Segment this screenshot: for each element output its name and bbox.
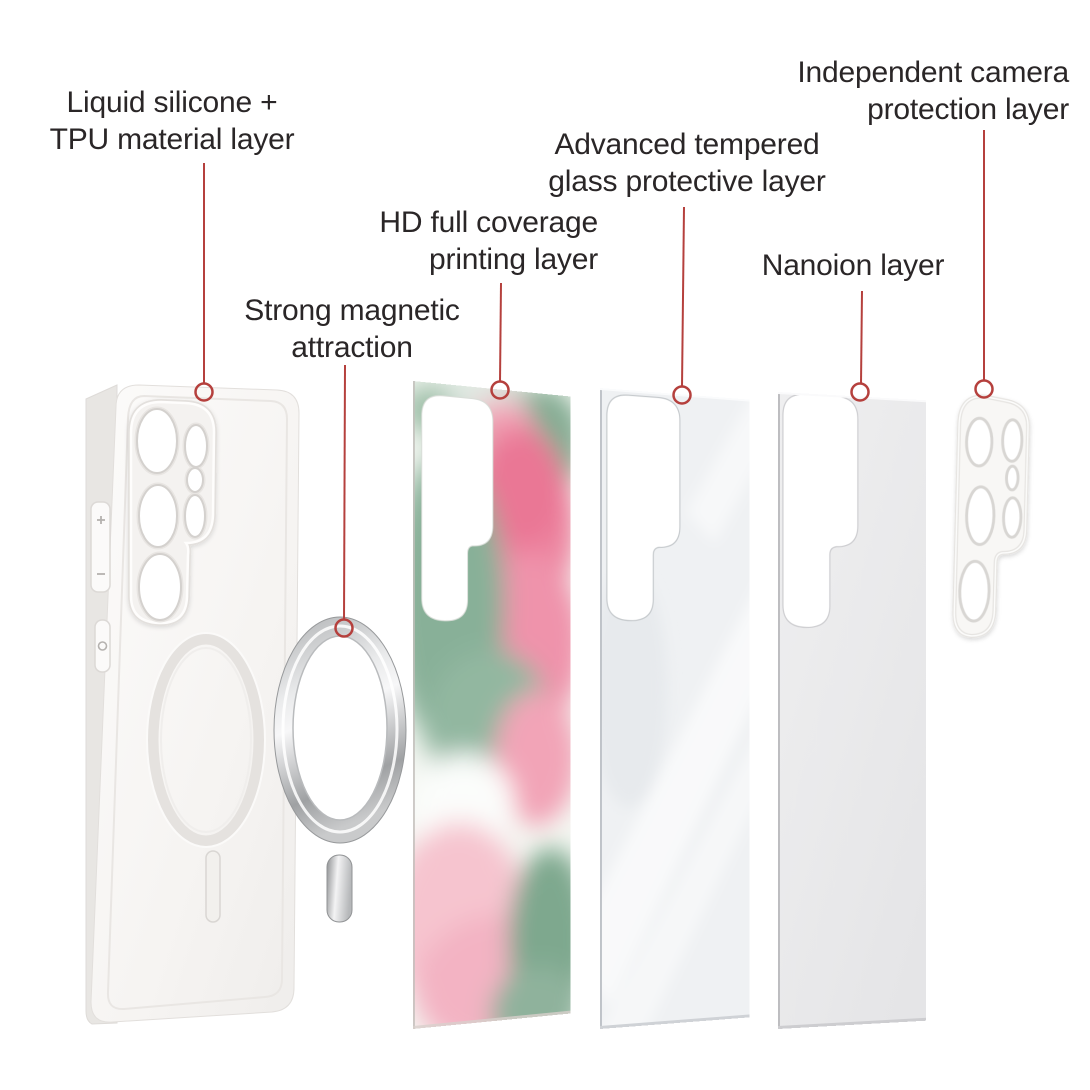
label-strong-magnetic: Strong magnetic attraction — [244, 294, 460, 364]
magnetic-ring-layer — [273, 616, 407, 923]
case-inner-rim — [106, 394, 289, 1011]
magnetic-ring — [273, 616, 407, 844]
power-button — [94, 619, 111, 673]
magsafe-slot — [205, 850, 221, 923]
tempered-glass-sheet — [600, 388, 750, 1029]
nanoion-art — [778, 392, 927, 1029]
volume-button — [90, 501, 111, 593]
watercolor-art — [413, 381, 571, 1029]
sheet-camera-cutout — [783, 393, 858, 628]
magsafe-ring-indent — [146, 632, 266, 848]
label-camera-protection: Independent camera protection layer — [797, 56, 1069, 126]
nanoion-sheet — [778, 392, 927, 1029]
label-liquid-silicone: Liquid silicone + TPU material layer — [49, 86, 295, 156]
label-tempered-glass: Advanced tempered glass protective layer — [548, 128, 826, 198]
camera-protector-layer — [948, 383, 1045, 653]
label-hd-printing: HD full coverage printing layer — [379, 206, 598, 276]
printing-layer-sheet — [413, 381, 571, 1029]
label-nanoion: Nanoion layer — [761, 249, 945, 282]
camera-lens-holes — [134, 406, 210, 623]
magnetic-bar — [326, 854, 353, 923]
phone-case-layer — [85, 384, 300, 1025]
camera-protector-frame — [954, 395, 1029, 636]
glass-art — [600, 388, 750, 1029]
